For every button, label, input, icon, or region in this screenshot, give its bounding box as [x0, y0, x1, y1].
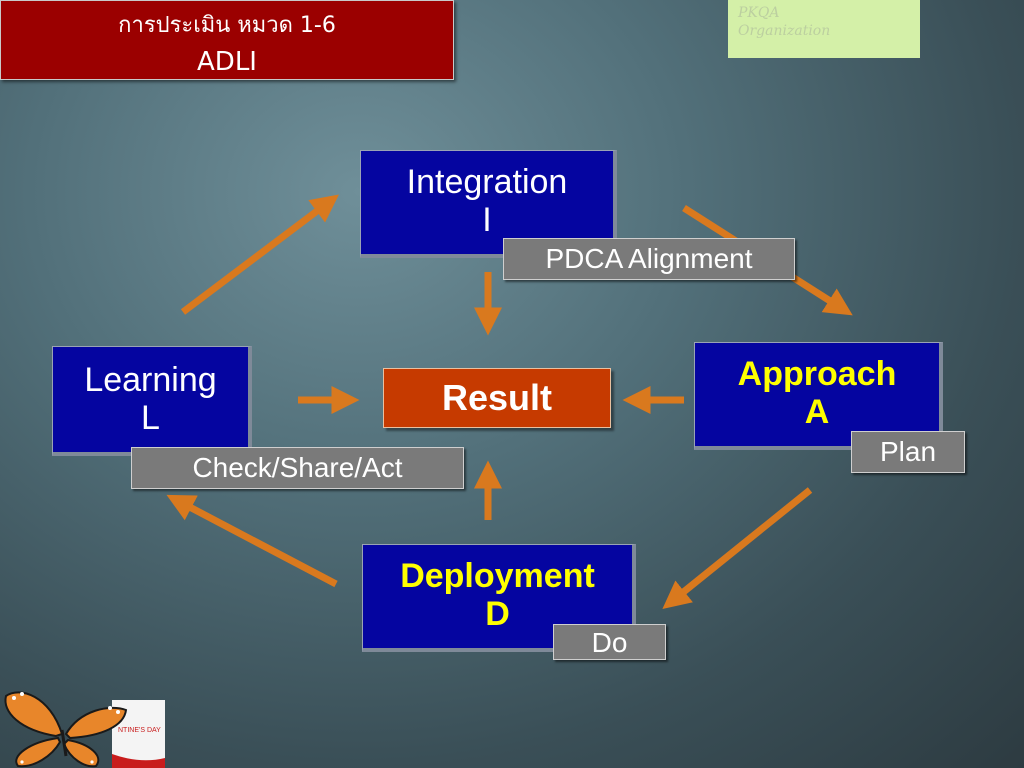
watermark-line2: Organization: [738, 23, 831, 39]
learning-word: Learning: [84, 361, 217, 399]
approach-word: Approach: [737, 355, 897, 393]
tag-plan: Plan: [851, 431, 965, 473]
integration-word: Integration: [406, 163, 568, 201]
title-adli: ADLI: [197, 47, 257, 77]
logo-text: NTINE'S DAY: [118, 727, 161, 734]
butterfly-logo: NTINE'S DAY: [4, 691, 165, 768]
watermark-line1: PKQA: [738, 5, 780, 21]
arrow-deployment-to-learning: [166, 494, 338, 588]
approach-letter: A: [804, 393, 830, 431]
learning-letter: L: [141, 399, 160, 437]
slide-title: การประเมิน หมวด 1-6 ADLI: [0, 0, 454, 80]
title-thai: การประเมิน หมวด 1-6: [118, 13, 336, 38]
tag-check-share-act: Check/Share/Act: [131, 447, 464, 489]
deployment-letter: D: [485, 595, 510, 633]
arrow-approach-to-deployment: [662, 487, 813, 609]
watermark: PKQA Organization: [728, 0, 920, 58]
tag-do: Do: [553, 624, 666, 660]
node-approach: Approach A: [694, 342, 943, 450]
node-learning: Learning L: [52, 346, 252, 456]
arrow-learning-to-integration: [180, 194, 339, 315]
integration-letter: I: [482, 201, 492, 239]
result-box: Result: [383, 368, 611, 428]
deployment-word: Deployment: [400, 557, 595, 595]
tag-pdca-alignment: PDCA Alignment: [503, 238, 795, 280]
